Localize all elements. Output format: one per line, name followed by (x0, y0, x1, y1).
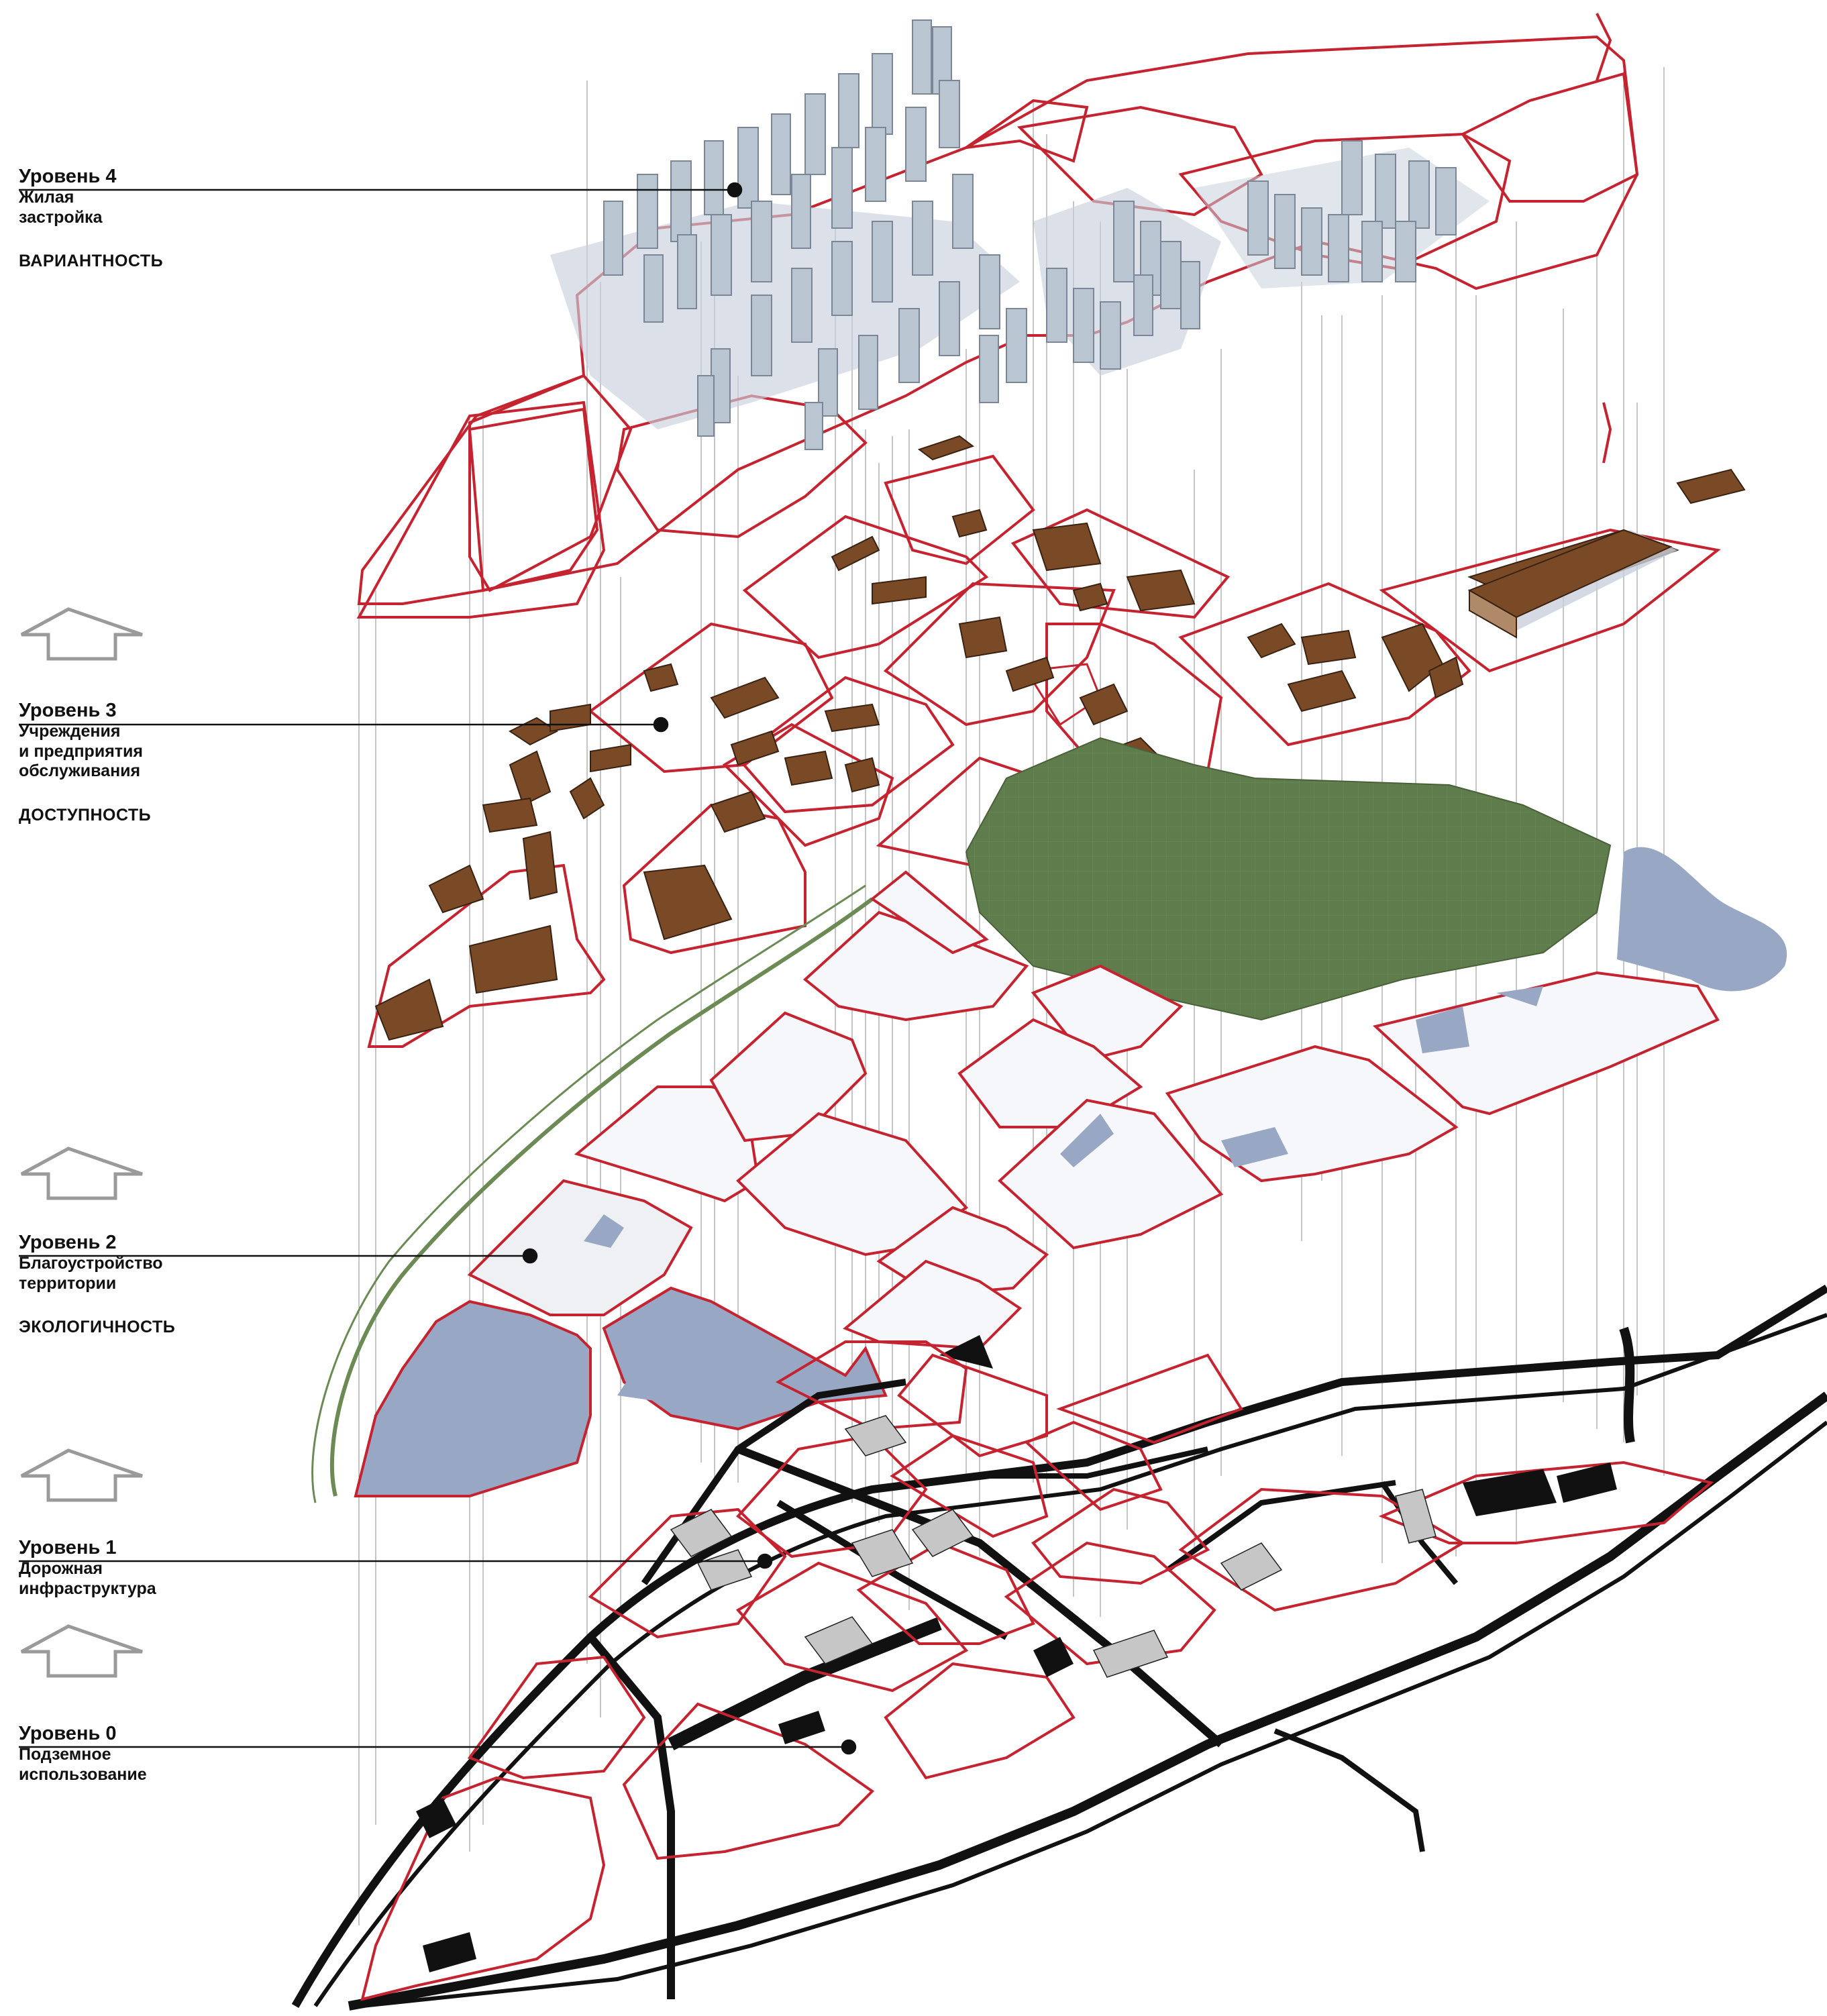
up-arrow-icon (20, 607, 143, 661)
level-1-roads-layer (291, 1284, 1827, 2011)
up-arrow-icon (20, 1147, 143, 1200)
level-0-title: Уровень 0 (19, 1723, 117, 1744)
leader-lines (19, 182, 857, 1755)
level-2-criterion: ЭКОЛОГИЧНОСТЬ (19, 1318, 176, 1337)
level-1-label: Уровень 1 Дорожная инфраструктура (19, 1536, 156, 1599)
level-3-criterion: ДОСТУПНОСТЬ (19, 805, 152, 825)
level-0-label: Уровень 0 Подземное использование (19, 1722, 147, 1785)
up-arrow-icon (20, 1448, 143, 1502)
level-2-title: Уровень 2 (19, 1232, 117, 1253)
level-2-label: Уровень 2 Благоустройство территории ЭКО… (19, 1231, 175, 1338)
level-3-subtitle: Учреждения и предприятия обслуживания (19, 722, 143, 781)
level-2-subtitle: Благоустройство территории (19, 1254, 163, 1293)
level-1-title: Уровень 1 (19, 1537, 117, 1558)
level-0-subtitle: Подземное использование (19, 1745, 147, 1784)
level-3-title: Уровень 3 (19, 700, 117, 721)
level-4-residential-layer (357, 13, 1639, 605)
level-4-label: Уровень 4 Жилая застройка ВАРИАНТНОСТЬ (19, 165, 163, 272)
level-1-subtitle: Дорожная инфраструктура (19, 1559, 156, 1598)
level-3-services-layer (356, 401, 1787, 1048)
level-4-title: Уровень 4 (19, 166, 117, 187)
level-4-subtitle: Жилая застройка (19, 188, 103, 227)
up-arrow-icon (20, 1624, 143, 1678)
level-4-criterion: ВАРИАНТНОСТЬ (19, 252, 164, 271)
level-3-label: Уровень 3 Учреждения и предприятия обслу… (19, 699, 151, 825)
